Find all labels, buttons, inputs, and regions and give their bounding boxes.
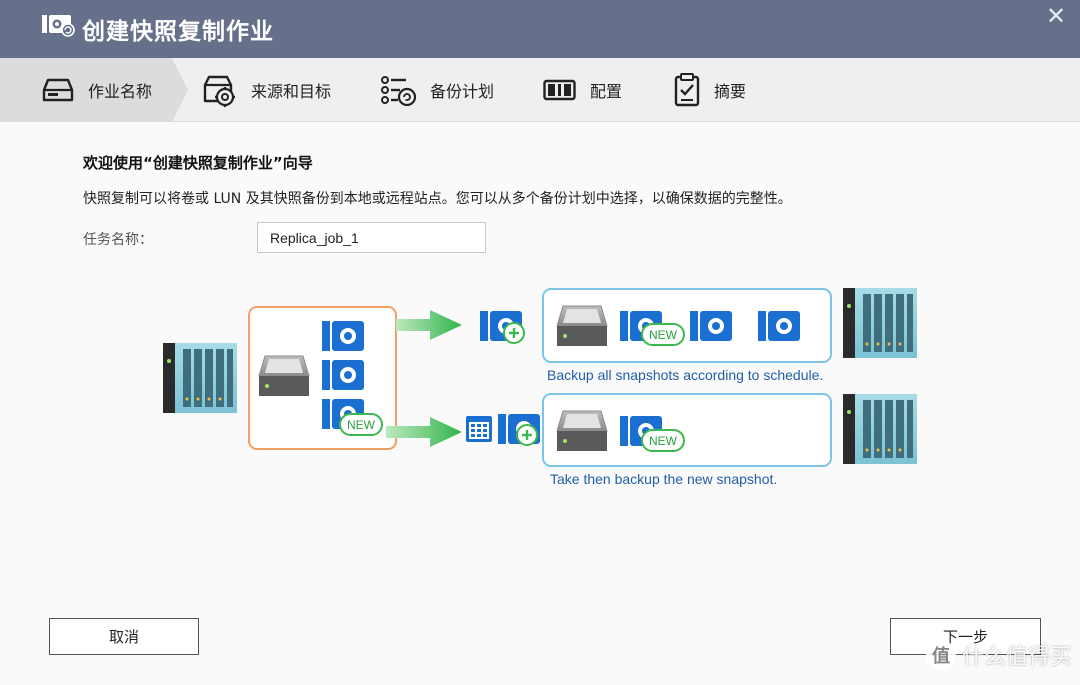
source-volume-icon	[258, 355, 310, 397]
plus-badge-icon	[502, 321, 526, 345]
source-nas-icon	[163, 343, 237, 413]
snapshot-replica-app-icon	[42, 15, 75, 37]
step-job-name[interactable]: 作业名称	[42, 58, 152, 122]
step-summary[interactable]: 摘要	[674, 58, 746, 122]
plus-badge-icon	[515, 423, 539, 447]
step-configuration[interactable]: 配置	[543, 58, 622, 122]
new-badge: NEW	[339, 413, 383, 436]
destination-box-bottom	[542, 393, 832, 467]
wizard-step-bar: 作业名称 来源和目标 备份计划 配置	[0, 58, 1080, 122]
schedule-list-icon	[381, 76, 416, 106]
step-label: 作业名称	[88, 82, 153, 101]
clipboard-icon	[674, 73, 700, 107]
destination-nas-icon	[843, 394, 917, 464]
step-backup-schedule[interactable]: 备份计划	[380, 58, 494, 122]
drive-icon	[42, 78, 74, 102]
wizard-description: 快照复制可以将卷或 LUN 及其快照备份到本地或远程站点。您可以从多个备份计划中…	[83, 191, 792, 207]
cancel-button[interactable]: 取消	[49, 618, 199, 655]
svg-text:NEW: NEW	[649, 328, 678, 342]
destination-box-top	[542, 288, 832, 363]
watermark-logo-icon: 值	[925, 640, 956, 670]
task-name-label: 任务名称：	[83, 232, 153, 248]
new-badge: NEW	[641, 429, 685, 452]
wizard-content: 欢迎使用“创建快照复制作业”向导 快照复制可以将卷或 LUN 及其快照备份到本地…	[0, 122, 1080, 685]
window-titlebar: 创建快照复制作业 ✕	[0, 0, 1080, 58]
destination-volume-icon	[556, 305, 608, 347]
destination-nas-icon	[843, 288, 917, 358]
gear-drive-icon	[203, 75, 235, 107]
arrow-bottom	[386, 417, 462, 447]
step-label: 来源和目标	[251, 82, 332, 101]
window-title: 创建快照复制作业	[82, 19, 274, 45]
step-label: 摘要	[714, 82, 747, 101]
snapshot-icon	[322, 321, 364, 351]
caption-top: Backup all snapshots according to schedu…	[547, 367, 823, 383]
destination-volume-icon	[556, 410, 608, 452]
step-source-target[interactable]: 来源和目标	[203, 58, 331, 122]
arrow-top	[396, 310, 462, 340]
caption-bottom: Take then backup the new snapshot.	[550, 471, 777, 487]
config-icon	[543, 79, 576, 101]
snapshot-icon	[690, 311, 732, 341]
wizard-heading: 欢迎使用“创建快照复制作业”向导	[83, 154, 313, 172]
new-badge: NEW	[641, 323, 685, 346]
svg-text:NEW: NEW	[649, 434, 678, 448]
step-label: 配置	[590, 82, 623, 101]
close-icon[interactable]: ✕	[1045, 2, 1067, 30]
svg-text:NEW: NEW	[347, 418, 376, 432]
replication-diagram: NEW NEW Backup all snaps	[163, 288, 917, 487]
watermark-text: 什么值得买	[961, 645, 1072, 670]
calendar-icon	[466, 416, 492, 442]
watermark: 值 什么值得买	[925, 639, 1072, 671]
step-label: 备份计划	[430, 82, 495, 101]
active-step-highlight	[0, 58, 188, 122]
next-button[interactable]: 下一步	[890, 618, 1041, 655]
snapshot-icon	[322, 360, 364, 390]
task-name-input[interactable]	[257, 222, 486, 253]
snapshot-icon	[758, 311, 800, 341]
